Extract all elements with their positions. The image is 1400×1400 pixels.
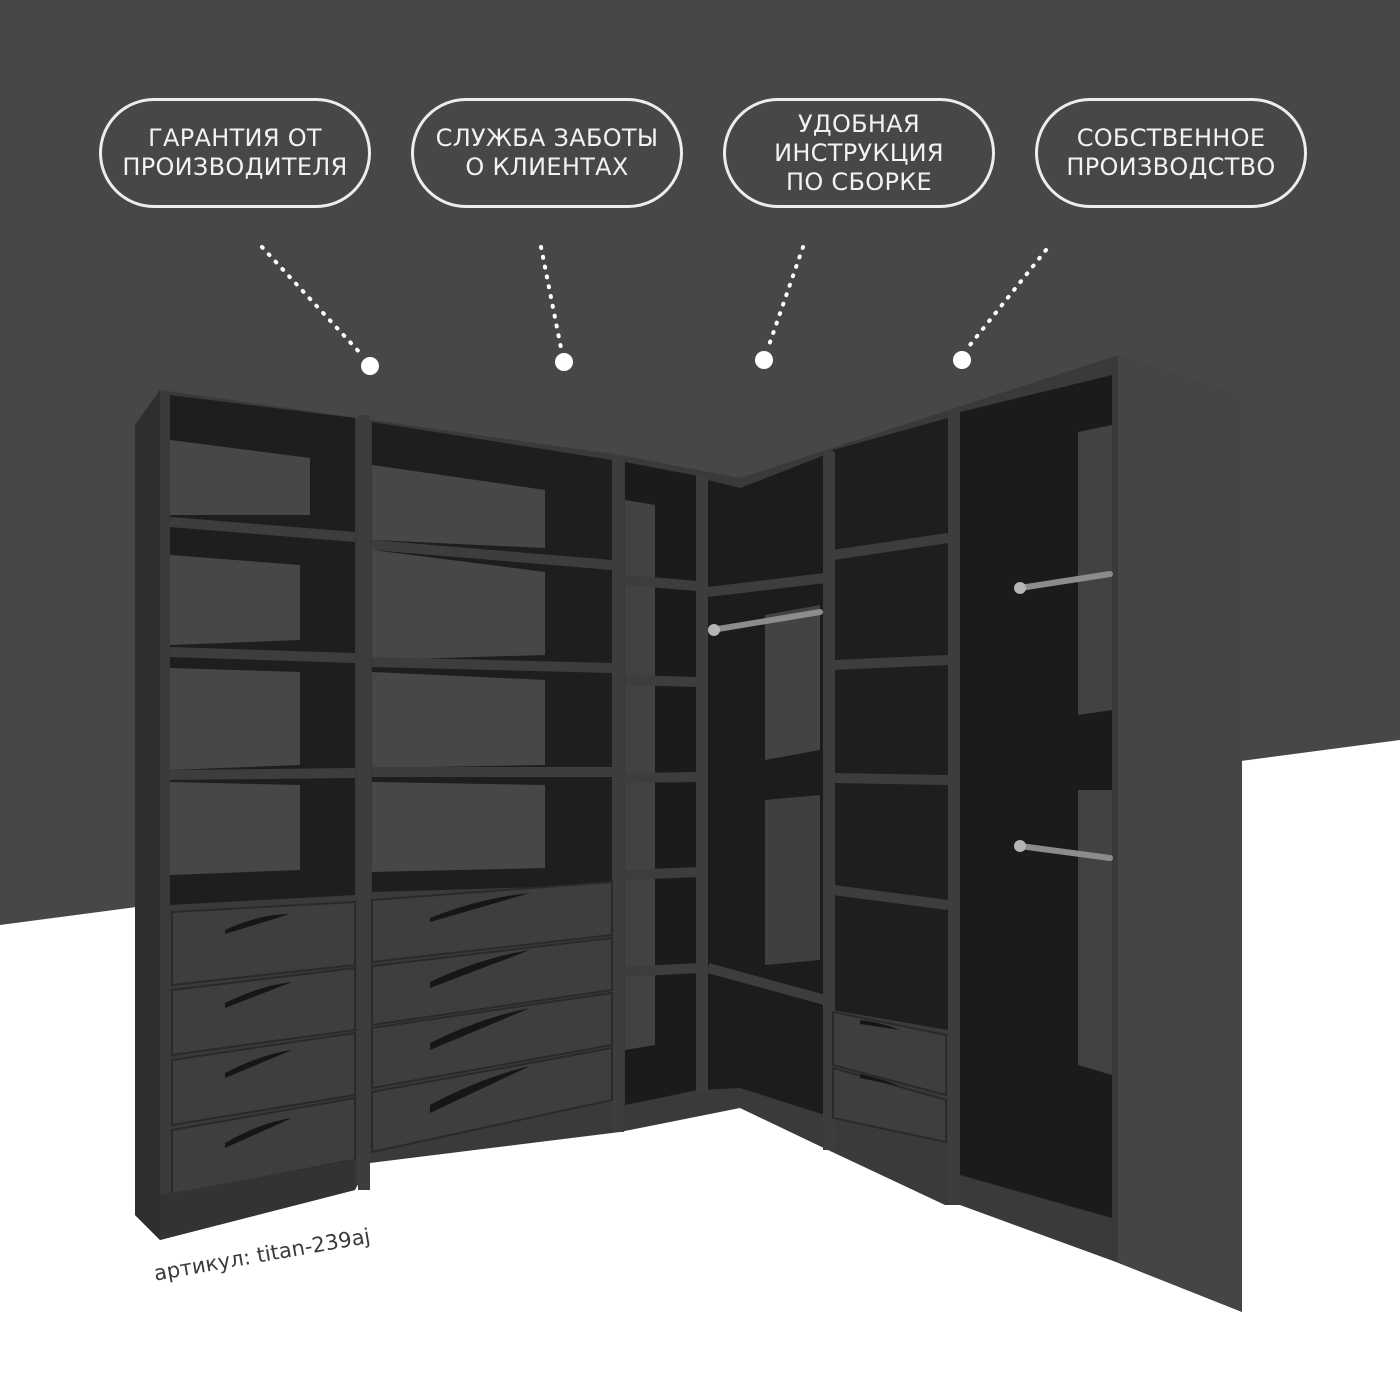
drawer	[371, 991, 613, 1090]
feature-badge-line: СОБСТВЕННОЕ	[1076, 124, 1266, 152]
feature-badge-line: УДОБНАЯ	[798, 109, 920, 138]
feature-badge-line: ИНСТРУКЦИЯ	[774, 138, 944, 167]
shelves	[169, 517, 949, 1005]
hanging-section-backlight-2	[1078, 790, 1112, 1075]
left-side-panel	[135, 390, 160, 1240]
feature-badge-warranty: ГАРАНТИЯ ОТ ПРОИЗВОДИТЕЛЯ	[99, 98, 371, 208]
right-shelf-interior	[833, 418, 948, 1030]
hanging-section-interior	[960, 375, 1112, 1218]
feature-badge-customer-care: СЛУЖБА ЗАБОТЫ О КЛИЕНТАХ	[411, 98, 683, 208]
drawer	[371, 1046, 613, 1154]
connector-line-1	[260, 245, 364, 357]
feature-badge-line: О КЛИЕНТАХ	[465, 153, 629, 181]
feature-badge-line: ПРОИЗВОДСТВО	[1066, 153, 1276, 181]
connector-dot-1	[361, 357, 379, 375]
wardrobe-plinth	[160, 1160, 355, 1240]
connector-line-2	[539, 245, 563, 350]
connector-line-4	[964, 248, 1048, 352]
drawers-right	[832, 1010, 947, 1144]
drawers-left	[171, 900, 356, 1197]
feature-badge-assembly-instructions: УДОБНАЯ ИНСТРУКЦИЯ ПО СБОРКЕ	[723, 98, 995, 208]
middle-section-backlight-3	[372, 672, 545, 768]
corner-section-interior	[700, 455, 825, 1115]
connector-dots	[361, 351, 971, 375]
drawer	[371, 936, 613, 1027]
drawer	[832, 1066, 947, 1144]
drawer	[371, 880, 613, 964]
corner-section-backlight	[765, 605, 820, 760]
middle-section-backlight-2	[372, 550, 545, 660]
drawer	[171, 966, 356, 1057]
feature-badge-line: СЛУЖБА ЗАБОТЫ	[435, 124, 659, 152]
drawer-handles	[225, 893, 900, 1148]
left-section-backlight-2	[170, 555, 300, 645]
right-side-panel	[1118, 355, 1242, 1312]
left-section-backlight-3	[170, 668, 300, 770]
left-section-backlight-4	[170, 782, 300, 875]
connector-dot-3	[755, 351, 773, 369]
dotted-connectors	[260, 245, 1048, 357]
left-section-backlight-1	[170, 440, 310, 515]
connector-dot-4	[953, 351, 971, 369]
drawer	[171, 900, 356, 987]
feature-badge-line: ГАРАНТИЯ ОТ	[148, 124, 322, 152]
hanging-rods	[709, 571, 1113, 861]
hanging-section-backlight-1	[1078, 425, 1112, 715]
feature-badge-own-production: СОБСТВЕННОЕ ПРОИЗВОДСТВО	[1035, 98, 1307, 208]
drawer	[832, 1010, 947, 1097]
middle-section-backlight-1	[372, 465, 545, 548]
feature-badge-line: ПРОИЗВОДИТЕЛЯ	[122, 153, 348, 181]
connector-dot-2	[555, 353, 573, 371]
middle-section-backlight-4	[372, 782, 545, 872]
rod-mounts	[708, 582, 1026, 852]
drawers-middle	[371, 880, 613, 1154]
dividers	[358, 410, 960, 1205]
connector-line-3	[766, 245, 805, 350]
drawer	[171, 1031, 356, 1127]
feature-badge-line: ПО СБОРКЕ	[785, 167, 933, 196]
wardrobe-illustration	[135, 355, 1242, 1312]
corner-section-backlight-2	[765, 795, 820, 965]
